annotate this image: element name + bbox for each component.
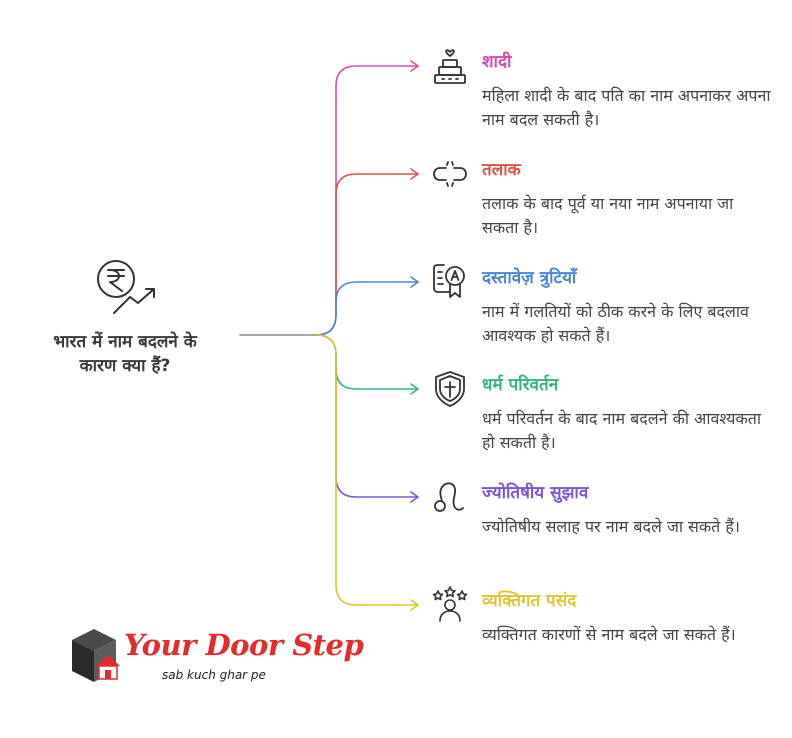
- rupee-growth-icon: [92, 255, 162, 315]
- branch-marriage: शादी महिला शादी के बाद पति का नाम अपनाकर…: [0, 46, 792, 146]
- wedding-cake-icon: [430, 46, 470, 86]
- branch-title: दस्तावेज़ त्रुटियाँ: [482, 268, 577, 288]
- branch-title: ज्योतिषीय सुझाव: [482, 483, 589, 503]
- broken-link-icon: [430, 154, 470, 194]
- branch-description: महिला शादी के बाद पति का नाम अपनाकर अपना…: [482, 86, 771, 129]
- brand-name: Your Door Step: [124, 628, 364, 662]
- branch-description: ज्योतिषीय सलाह पर नाम बदले जा सकते हैं।: [482, 517, 740, 536]
- leo-sign-icon: [430, 477, 470, 517]
- connector-arrowhead: [410, 168, 419, 180]
- branch-astrological-advice: ज्योतिषीय सुझाव ज्योतिषीय सलाह पर नाम बद…: [0, 477, 792, 577]
- branch-description: धर्म परिवर्तन के बाद नाम बदलने की आवश्यक…: [482, 409, 762, 452]
- brand-tagline: sab kuch ghar pe: [162, 668, 266, 682]
- branch-description: व्यक्तिगत कारणों से नाम बदले जा सकते हैं…: [482, 625, 736, 644]
- house-cube-icon: [66, 626, 126, 690]
- connector-line: [315, 281, 419, 336]
- connector-arrowhead: [410, 60, 419, 72]
- connector-line: [315, 334, 419, 606]
- branch-divorce: तलाक तलाक के बाद पूर्व या नया नाम अपनाया…: [0, 154, 792, 254]
- branch-title: व्यक्तिगत पसंद: [482, 591, 577, 611]
- connector-arrowhead: [410, 276, 419, 288]
- central-topic-line-1: भारत में नाम बदलने के: [53, 332, 197, 352]
- connector-arrowhead: [410, 491, 419, 503]
- brand-logo: Your Door Step sab kuch ghar pe: [66, 626, 364, 696]
- branch-personal-preference: व्यक्तिगत पसंद व्यक्तिगत कारणों से नाम ब…: [0, 585, 792, 685]
- connector-arrowhead: [410, 383, 419, 395]
- branch-document-errors: दस्तावेज़ त्रुटियाँ नाम में गलतियों को ठ…: [0, 262, 792, 362]
- branch-title: धर्म परिवर्तन: [482, 375, 559, 395]
- central-topic: भारत में नाम बदलने के कारण क्या हैं?: [20, 330, 230, 378]
- cross-shield-icon: [430, 369, 470, 409]
- central-topic-line-2: कारण क्या हैं?: [79, 356, 171, 376]
- branch-description: नाम में गलतियों को ठीक करने के लिए बदलाव…: [482, 302, 749, 345]
- branch-description: तलाक के बाद पूर्व या नया नाम अपनाया जा स…: [482, 194, 734, 237]
- branch-religion-change: धर्म परिवर्तन धर्म परिवर्तन के बाद नाम ब…: [0, 369, 792, 469]
- certificate-icon: [430, 262, 470, 302]
- person-stars-icon: [430, 585, 470, 625]
- branch-title: तलाक: [482, 160, 521, 180]
- connector-arrowhead: [410, 599, 419, 611]
- branch-title: शादी: [482, 52, 512, 72]
